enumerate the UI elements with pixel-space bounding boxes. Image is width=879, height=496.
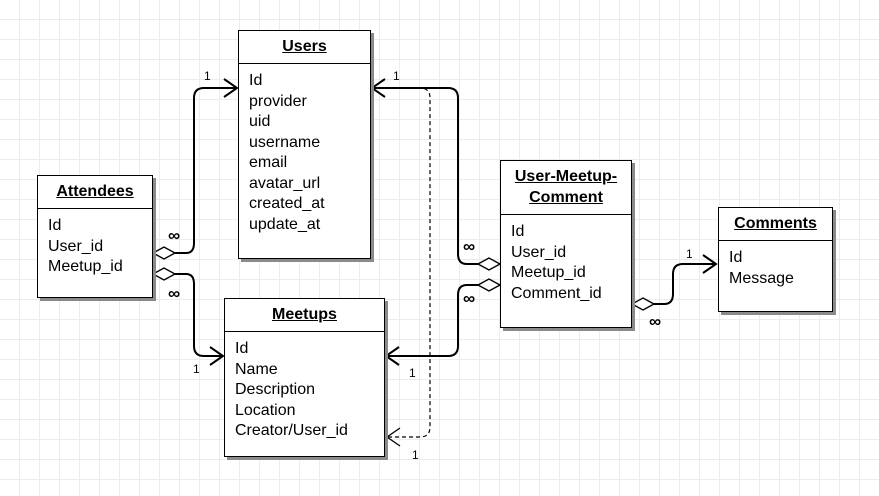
mult-many-umc-meetup-id: ∞ <box>463 289 476 308</box>
entity-meetups[interactable]: Meetups Id Name Description Location Cre… <box>224 298 385 457</box>
attr-meetups-location: Location <box>235 401 296 419</box>
entity-user-meetup-comment[interactable]: User-Meetup- Comment Id User_id Meetup_i… <box>500 160 632 328</box>
attr-umc-meetup-id: Meetup_id <box>511 264 586 281</box>
attr-users-avatar-url: avatar_url <box>249 174 321 192</box>
diamond-umc-meetup-id <box>476 278 502 292</box>
arrow-umc-comments <box>702 254 718 274</box>
entity-comments[interactable]: Comments Id Message <box>718 207 833 312</box>
attr-users-update-at: update_at <box>249 215 321 233</box>
mult-one-umc-users: 1 <box>393 69 400 83</box>
entity-user-meetup-comment-attributes: Id User_id Meetup_id Comment_id <box>501 215 631 304</box>
mult-many-attendees-user-id: ∞ <box>168 226 181 245</box>
mult-one-umc-meetups: 1 <box>409 366 416 380</box>
attr-users-email: email <box>249 154 288 171</box>
entity-comments-title: Comments <box>719 208 832 241</box>
attr-users-uid: uid <box>249 113 271 130</box>
diamond-umc-comment-id <box>630 297 656 311</box>
mult-one-meetups-creator: 1 <box>412 448 419 462</box>
entity-user-meetup-comment-title: User-Meetup- Comment <box>501 161 631 215</box>
entity-attendees-title: Attendees <box>38 176 152 209</box>
line-attendees-meetups[interactable] <box>175 273 222 357</box>
entity-umc-title-line2: Comment <box>529 189 603 206</box>
entity-attendees-attributes: Id User_id Meetup_id <box>38 209 152 278</box>
line-umc-comments[interactable] <box>654 263 716 305</box>
attr-umc-comment-id: Comment_id <box>511 284 602 302</box>
entity-attendees[interactable]: Attendees Id User_id Meetup_id <box>37 175 153 298</box>
line-meetups-creator-users[interactable] <box>372 87 431 438</box>
attr-users-provider: provider <box>249 92 307 110</box>
entity-comments-attributes: Id Message <box>719 241 832 289</box>
mult-one-attendees-meetups: 1 <box>193 362 200 376</box>
arrow-attendees-meetups <box>209 346 225 366</box>
entity-umc-title-line1: User-Meetup- <box>514 168 618 185</box>
mult-one-umc-comments: 1 <box>686 247 693 261</box>
arrow-meetups-creator <box>385 427 401 447</box>
attr-meetups-creator-user-id: Creator/User_id <box>235 422 348 439</box>
entity-meetups-attributes: Id Name Description Location Creator/Use… <box>225 332 384 442</box>
mult-many-umc-user-id: ∞ <box>463 237 476 256</box>
attr-umc-user-id: User_id <box>511 243 567 261</box>
line-umc-users[interactable] <box>372 87 478 265</box>
mult-many-umc-comment-id: ∞ <box>649 312 662 331</box>
attr-attendees-id: Id <box>48 217 62 234</box>
attr-meetups-id: Id <box>235 340 249 357</box>
line-umc-meetups[interactable] <box>386 284 478 357</box>
attr-users-username: username <box>249 133 321 151</box>
entity-meetups-title: Meetups <box>225 299 384 332</box>
diamond-attendees-user-id <box>151 246 177 260</box>
attr-comments-id: Id <box>729 249 743 266</box>
arrow-umc-meetups <box>384 346 400 366</box>
entity-users-title: Users <box>239 31 370 64</box>
attr-meetups-description: Description <box>235 381 316 398</box>
diamond-umc-user-id <box>476 257 502 271</box>
attr-comments-message: Message <box>729 269 794 287</box>
diamond-attendees-meetup-id <box>151 267 177 281</box>
arrow-attendees-users <box>223 78 239 98</box>
attr-umc-id: Id <box>511 223 525 240</box>
mult-many-attendees-meetup-id: ∞ <box>168 284 181 303</box>
entity-users-attributes: Id provider uid username email avatar_ur… <box>239 64 370 235</box>
attr-attendees-meetup-id: Meetup_id <box>48 258 123 275</box>
entity-users[interactable]: Users Id provider uid username email ava… <box>238 30 371 259</box>
line-attendees-users[interactable] <box>175 87 236 254</box>
attr-attendees-user-id: User_id <box>48 237 104 255</box>
attr-meetups-name: Name <box>235 360 278 378</box>
attr-users-id: Id <box>249 72 263 89</box>
attr-users-created-at: created_at <box>249 195 325 212</box>
mult-one-attendees-users: 1 <box>204 69 211 83</box>
